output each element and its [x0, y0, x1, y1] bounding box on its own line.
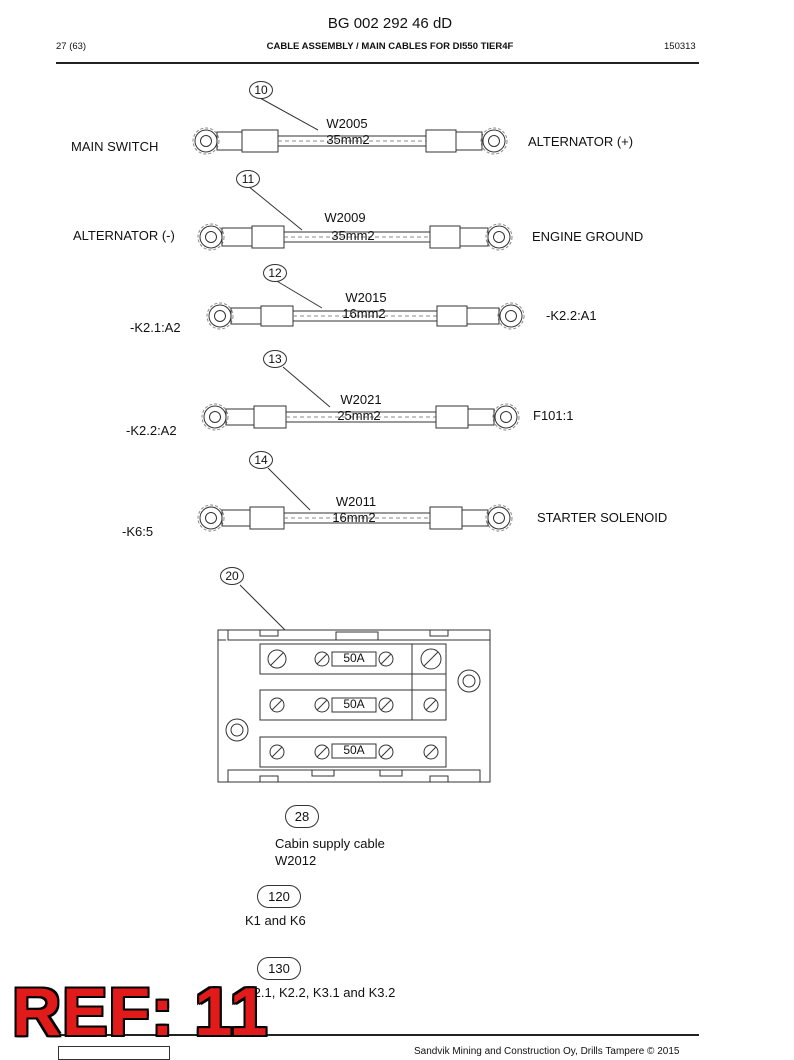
fuse-rating: 50A [343, 651, 365, 665]
cable-name: W2021 [340, 392, 382, 407]
cable-right-label: F101:1 [533, 408, 574, 423]
cable-size: 25mm2 [337, 408, 381, 423]
callout-12: 12 [263, 264, 287, 282]
footer-rule [56, 1034, 699, 1036]
cable-name: W2015 [345, 290, 387, 305]
item-cable-id: W2012 [275, 853, 317, 868]
cable-w2021 [201, 366, 520, 431]
cable-left-label: ALTERNATOR (-) [73, 228, 175, 243]
page-title: CABLE ASSEMBLY / MAIN CABLES FOR DI550 T… [266, 41, 514, 52]
document-id: BG 002 292 46 dD [327, 15, 453, 32]
callout-13: 13 [263, 350, 287, 368]
header-rule [56, 62, 699, 64]
fuse-rating: 50A [343, 697, 365, 711]
cable-name: W2009 [324, 210, 366, 225]
footer-copyright: Sandvik Mining and Construction Oy, Dril… [414, 1046, 680, 1057]
item-description: K2.1, K2.2, K3.1 and K3.2 [245, 985, 396, 1000]
cable-left-label: -K2.1:A2 [130, 320, 181, 335]
cable-size: 16mm2 [342, 306, 386, 321]
callout-130: 130 [257, 957, 301, 980]
cable-left-label: MAIN SWITCH [71, 139, 159, 154]
cable-right-label: -K2.2:A1 [546, 308, 597, 323]
callout-120: 120 [257, 885, 301, 908]
callout-14: 14 [249, 451, 273, 469]
cable-w2015 [206, 279, 525, 330]
cable-name: W2011 [335, 494, 377, 509]
cable-size: 16mm2 [332, 510, 376, 525]
cable-w2005 [192, 97, 508, 155]
page-number: 27 (63) [56, 41, 87, 52]
cable-size: 35mm2 [326, 132, 370, 147]
item-description: K1 and K6 [245, 913, 306, 928]
cable-right-label: ALTERNATOR (+) [528, 134, 634, 149]
callout-10: 10 [249, 81, 273, 99]
cable-size: 35mm2 [331, 228, 375, 243]
cable-left-label: -K6:5 [122, 524, 154, 539]
callout-11: 11 [236, 170, 260, 188]
cable-w2009 [197, 185, 513, 251]
callout-20: 20 [220, 567, 244, 585]
fuse-rating: 50A [343, 743, 365, 757]
fuse-block [217, 584, 491, 783]
cable-w2011 [197, 467, 513, 532]
callout-28: 28 [285, 805, 319, 828]
item-description: Cabin supply cable [275, 836, 385, 851]
cable-left-label: -K2.2:A2 [126, 423, 177, 438]
cable-name: W2005 [326, 116, 368, 131]
ref-stamp: REF: 11 [12, 974, 269, 1050]
cable-right-label: STARTER SOLENOID [537, 510, 668, 525]
document-date: 150313 [664, 41, 696, 52]
cable-right-label: ENGINE GROUND [532, 229, 644, 244]
